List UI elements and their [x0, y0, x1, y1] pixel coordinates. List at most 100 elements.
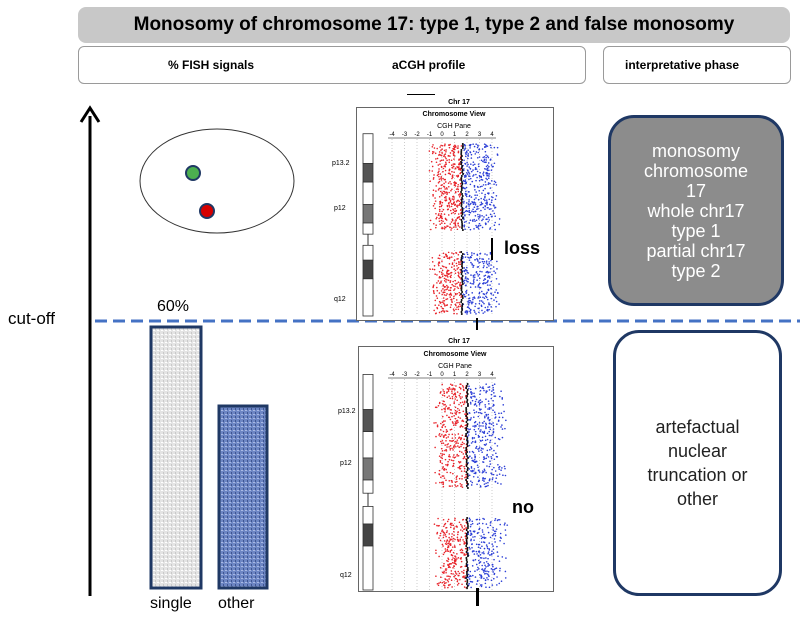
probe-dot	[470, 196, 473, 198]
probe-dot	[486, 465, 488, 467]
probe-dot	[460, 296, 462, 298]
probe-dot	[490, 448, 493, 450]
probe-dot	[481, 215, 483, 217]
trend-dot	[460, 311, 463, 313]
probe-dot	[445, 161, 447, 164]
probe-dot	[437, 280, 440, 282]
probe-dot	[477, 213, 479, 216]
probe-dot	[452, 393, 455, 396]
probe-dot	[490, 472, 492, 474]
probe-dot	[451, 262, 454, 264]
probe-dot	[478, 407, 481, 410]
trend-dot	[460, 189, 463, 191]
trend-dot	[461, 253, 464, 255]
probe-dot	[459, 388, 462, 390]
probe-dot	[482, 448, 484, 450]
probe-dot	[457, 216, 460, 219]
probe-dot	[501, 416, 504, 419]
probe-dot	[468, 166, 470, 168]
probe-dot	[482, 477, 484, 479]
probe-dot	[440, 177, 442, 180]
probe-dot	[489, 182, 491, 185]
probe-dot	[473, 276, 476, 279]
probe-dot	[456, 533, 459, 536]
probe-dot	[469, 177, 472, 180]
probe-dot	[456, 441, 458, 443]
probe-dot	[439, 391, 442, 393]
probe-dot	[447, 518, 450, 521]
probe-dot	[446, 304, 449, 306]
probe-dot	[481, 179, 484, 181]
probe-dot	[438, 555, 440, 558]
scale-tick-label: 1	[453, 132, 457, 138]
probe-dot	[451, 177, 453, 180]
probe-dot	[483, 557, 485, 560]
probe-dot	[475, 219, 478, 222]
probe-dot	[438, 178, 441, 180]
probe-dot	[457, 222, 459, 225]
probe-dot	[474, 402, 477, 405]
probe-dot	[446, 255, 448, 258]
trend-dot	[465, 583, 468, 585]
probe-dot	[467, 303, 470, 306]
probe-dot	[487, 216, 490, 219]
probe-dot	[504, 534, 507, 536]
probe-dot	[440, 271, 443, 274]
probe-dot	[490, 579, 493, 582]
probe-dot	[472, 536, 474, 538]
probe-dot	[476, 523, 479, 525]
probe-dot	[470, 480, 472, 482]
probe-dot	[440, 290, 443, 292]
trend-dot	[461, 229, 464, 231]
probe-dot	[468, 213, 471, 216]
probe-dot	[451, 395, 454, 398]
probe-dot	[438, 210, 441, 213]
probe-dot	[472, 283, 475, 285]
probe-dot	[469, 418, 472, 421]
acgh-top-tick	[407, 94, 435, 95]
probe-dot	[464, 147, 467, 149]
probe-dot	[465, 209, 468, 212]
trend-dot	[461, 195, 464, 197]
probe-dot	[469, 580, 472, 583]
probe-dot	[459, 396, 461, 398]
trend-dot	[465, 435, 468, 437]
probe-dot	[442, 193, 445, 195]
probe-dot	[448, 257, 450, 259]
probe-dot	[486, 168, 489, 170]
probe-dot	[482, 386, 484, 388]
probe-dot	[481, 536, 484, 539]
probe-dot	[489, 253, 492, 255]
probe-dot	[443, 404, 445, 406]
probe-dot	[460, 523, 462, 526]
interp-bottom-line-1: artefactual	[655, 417, 740, 437]
probe-dot	[477, 260, 479, 262]
probe-dot	[486, 266, 488, 269]
probe-dot	[472, 460, 474, 462]
probe-dot	[481, 552, 483, 554]
probe-dot	[440, 442, 443, 445]
probe-dot	[480, 447, 483, 450]
probe-dot	[443, 562, 445, 565]
probe-dot	[488, 302, 490, 304]
trend-dot	[461, 281, 464, 283]
ideogram-band	[362, 523, 374, 547]
probe-dot	[495, 452, 497, 455]
probe-dot	[487, 551, 490, 553]
probe-dot	[440, 456, 442, 459]
probe-dot	[436, 524, 438, 527]
probe-dot	[473, 421, 476, 424]
probe-dot	[439, 534, 441, 537]
probe-dot	[458, 194, 460, 196]
probe-dot	[447, 251, 450, 254]
probe-dot	[452, 198, 455, 201]
probe-dot	[496, 260, 498, 263]
probe-dot	[448, 263, 451, 265]
probe-dot	[443, 469, 446, 471]
probe-dot	[484, 579, 487, 581]
probe-dot	[454, 409, 457, 412]
probe-dot	[480, 541, 483, 543]
probe-dot	[444, 181, 447, 183]
probe-dot	[445, 543, 448, 545]
